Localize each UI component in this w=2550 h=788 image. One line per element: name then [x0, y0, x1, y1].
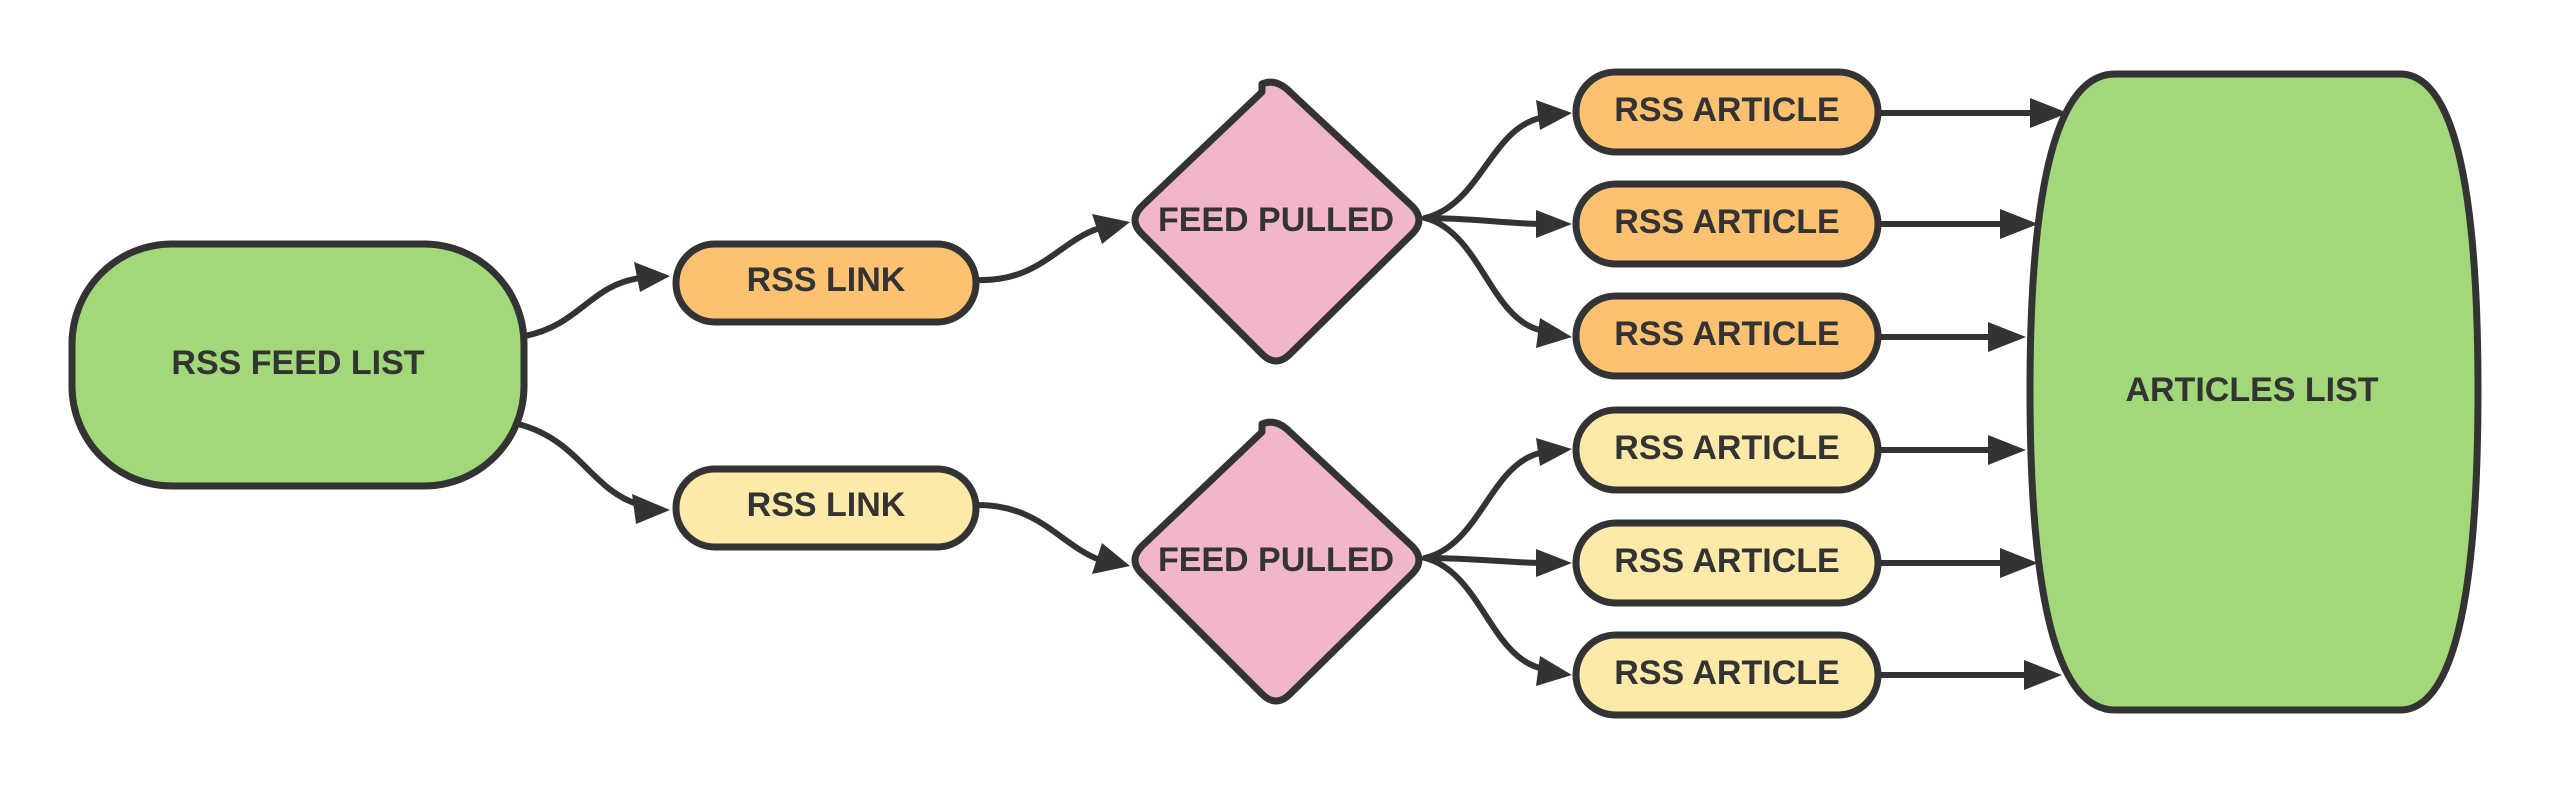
edge-feedlist-to-link-top — [522, 275, 643, 339]
edge-link-bottom-to-feed-pulled-bottom — [975, 502, 1103, 563]
edge-feed-top-to-article-top-2 — [1422, 215, 1543, 227]
articles-list-label: ARTICLES LIST — [2125, 371, 2378, 409]
edge-feed-bottom-to-article-bottom-2 — [1422, 555, 1543, 566]
arrowhead-list-1 — [2030, 98, 2068, 128]
edge-feedlist-to-link-bottom — [515, 421, 643, 508]
feed-pulled-bottom-shape — [1131, 418, 1423, 705]
arrowhead-feed-pulled-bottom — [1092, 543, 1130, 574]
edge-link-top-to-feed-pulled-top — [975, 225, 1103, 284]
rss-article-bottom-1-label: RSS ARTICLE — [1614, 429, 1839, 467]
node-rss-article-bottom-3: RSS ARTICLE — [1572, 631, 1882, 719]
node-articles-list: ARTICLES LIST — [2026, 70, 2482, 714]
arrowhead-article-bottom-3 — [1536, 656, 1572, 686]
node-rss-article-bottom-1: RSS ARTICLE — [1572, 406, 1882, 494]
edge-feed-top-to-article-top-1 — [1422, 115, 1543, 221]
arrowhead-list-5 — [2000, 548, 2038, 578]
feed-pulled-top-shape — [1131, 78, 1423, 365]
node-rss-article-top-1: RSS ARTICLE — [1572, 68, 1882, 156]
rss-article-bottom-3-shape — [1572, 631, 1882, 719]
arrowhead-feed-pulled-top — [1092, 214, 1130, 244]
arrowheads — [632, 98, 2068, 690]
node-rss-article-top-2: RSS ARTICLE — [1572, 180, 1882, 268]
rss-link-bottom-shape — [672, 465, 980, 551]
rss-article-top-3-label: RSS ARTICLE — [1614, 315, 1839, 353]
rss-feed-list-shape — [68, 240, 528, 490]
rss-article-bottom-1-shape — [1572, 406, 1882, 494]
arrowhead-article-bottom-1 — [1536, 438, 1572, 466]
node-rss-feed-list: RSS FEED LIST — [68, 240, 528, 490]
arrowhead-list-6 — [2024, 660, 2062, 690]
arrowhead-list-3 — [1988, 322, 2026, 352]
rss-article-top-2-label: RSS ARTICLE — [1614, 203, 1839, 241]
rss-link-top-shape — [672, 240, 980, 326]
rss-article-bottom-2-label: RSS ARTICLE — [1614, 542, 1839, 580]
rss-article-top-1-label: RSS ARTICLE — [1614, 91, 1839, 129]
feed-pulled-bottom-label: FEED PULLED — [1158, 541, 1394, 579]
arrowhead-list-2 — [2000, 209, 2038, 239]
rss-feed-list-label: RSS FEED LIST — [171, 344, 424, 382]
arrowhead-article-top-3 — [1536, 318, 1572, 348]
rss-article-top-3-shape — [1572, 292, 1882, 380]
rss-article-top-1-shape — [1572, 68, 1882, 156]
arrowhead-link-top — [634, 262, 670, 292]
edge-feed-bottom-to-article-bottom-3 — [1422, 555, 1543, 671]
arrowhead-article-bottom-2 — [1536, 549, 1572, 577]
node-feed-pulled-top: FEED PULLED — [1131, 78, 1423, 365]
arrowhead-article-top-2 — [1536, 210, 1572, 238]
node-rss-link-top: RSS LINK — [672, 240, 980, 326]
feed-pulled-top-label: FEED PULLED — [1158, 201, 1394, 239]
articles-list-shape — [2026, 70, 2482, 714]
rss-article-bottom-3-label: RSS ARTICLE — [1614, 654, 1839, 692]
arrowhead-list-4 — [1988, 435, 2026, 465]
arrowhead-link-bottom — [632, 494, 670, 524]
node-rss-link-bottom: RSS LINK — [672, 465, 980, 551]
rss-link-bottom-label: RSS LINK — [747, 486, 906, 524]
node-rss-article-top-3: RSS ARTICLE — [1572, 292, 1882, 380]
rss-link-top-label: RSS LINK — [747, 261, 906, 299]
node-rss-article-bottom-2: RSS ARTICLE — [1572, 519, 1882, 607]
arrowhead-article-top-1 — [1536, 100, 1572, 130]
edge-feed-bottom-to-article-bottom-1 — [1422, 450, 1543, 561]
rss-article-bottom-2-shape — [1572, 519, 1882, 607]
node-feed-pulled-bottom: FEED PULLED — [1131, 418, 1423, 705]
edge-feed-top-to-article-top-3 — [1422, 215, 1543, 333]
rss-article-top-2-shape — [1572, 180, 1882, 268]
